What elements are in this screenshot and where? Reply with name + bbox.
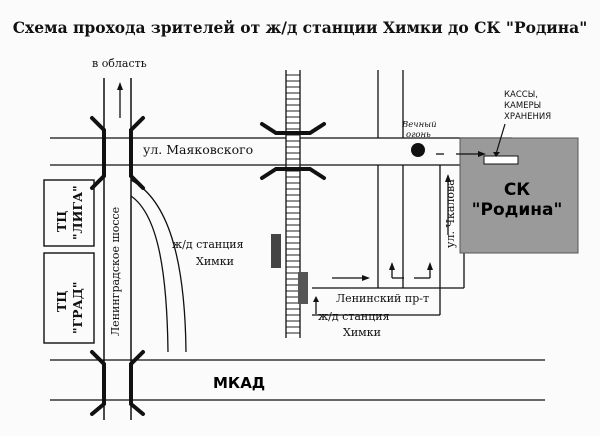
- leningradskoe-label: Ленинградское шоссе: [109, 206, 122, 336]
- ticket-label-3: ХРАНЕНИЯ: [504, 112, 552, 122]
- venue-line-1: СК: [503, 180, 531, 200]
- page-title: Схема прохода зрителей от ж/д станции Хи…: [12, 18, 588, 37]
- side-lines: [377, 165, 404, 288]
- venue-name: СК "Родина": [458, 180, 576, 221]
- mkad-label: МКАД: [213, 374, 266, 392]
- grad-label-1: ТЦ: [54, 290, 69, 312]
- station2-label-1: ж/д станция: [318, 310, 390, 323]
- station-label-2: Химки: [196, 255, 234, 268]
- ramp-curve: [130, 179, 187, 353]
- eternal-flame-label-1: Вечный: [402, 120, 437, 130]
- station-label-1: ж/д станция: [172, 238, 244, 251]
- leninsky-label: Ленинский пр-т: [336, 292, 430, 305]
- station2-label-2: Химки: [343, 326, 381, 339]
- arrow-icon: [119, 86, 482, 314]
- venue-building: [459, 137, 579, 254]
- eternal-flame-icon: [411, 143, 425, 157]
- chkalova-label: ул. Чкалова: [444, 179, 457, 248]
- grad-label-2: "ГРАД": [70, 281, 85, 334]
- venue-line-2: "Родина": [471, 200, 563, 221]
- arrowheads: [117, 82, 486, 302]
- mayakovskogo-street: [50, 137, 512, 166]
- ticket-label-2: КАМЕРЫ: [504, 101, 542, 111]
- grad-box: [43, 252, 95, 344]
- railway: [285, 70, 301, 338]
- ticket-office: [483, 155, 519, 165]
- highway-bridge-marks: [90, 116, 145, 416]
- liga-label-1: ТЦ: [54, 210, 69, 232]
- eternal-flame-label-2: огонь: [406, 130, 431, 140]
- liga-label-2: "ЛИГА": [70, 185, 85, 240]
- liga-box: [43, 179, 95, 247]
- station-platform-2: [298, 272, 308, 304]
- station-platform-1: [271, 234, 281, 268]
- ticket-office-pointer: [495, 123, 506, 155]
- to-region-label: в область: [92, 57, 147, 70]
- ticket-pointer-head: [493, 152, 500, 157]
- leninsky-prospekt: [312, 287, 464, 316]
- mayakovskogo-label: ул. Маяковского: [143, 142, 254, 157]
- ticket-label-1: КАССЫ,: [504, 90, 538, 100]
- rail-bridge-marks: [260, 122, 326, 180]
- mkad-road: [50, 359, 545, 401]
